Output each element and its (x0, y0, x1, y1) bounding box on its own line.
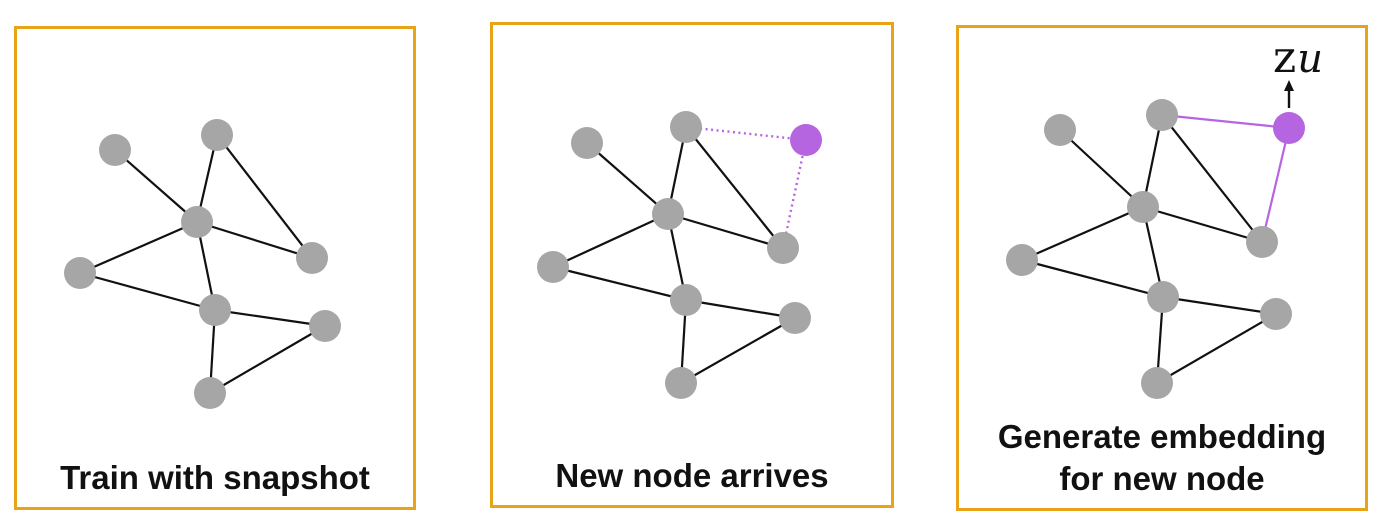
graph-node (1146, 99, 1178, 131)
graph-edge (667, 212, 784, 250)
new-node-edge (685, 125, 807, 142)
graph-node (670, 284, 702, 316)
graph-edge (552, 265, 687, 302)
graph-edge (685, 126, 784, 249)
graph-node (1044, 114, 1076, 146)
graph-node (779, 302, 811, 334)
graph-node (194, 377, 226, 409)
new-node-edge (1161, 113, 1290, 130)
graph-node (201, 119, 233, 151)
embedding-graph (1006, 80, 1305, 399)
graph-edge (114, 149, 198, 223)
graph-edge (552, 213, 669, 268)
arrival-graph (537, 111, 822, 399)
graph-node (1260, 298, 1292, 330)
caption-generate-embedding: Generate embedding for new node (959, 416, 1365, 500)
graph-edge (214, 308, 326, 328)
graph-node (665, 367, 697, 399)
embedding-label-main: z (1273, 32, 1297, 83)
graph-node (64, 257, 96, 289)
graph-node (1246, 226, 1278, 258)
graph-edge (216, 134, 313, 259)
graph-node (99, 134, 131, 166)
graph-node (1147, 281, 1179, 313)
graph-edge (196, 220, 313, 260)
graph-node (1006, 244, 1038, 276)
new-node-edge (781, 139, 808, 249)
graph-edge (1161, 114, 1263, 243)
graph-node (652, 198, 684, 230)
panel-generate-embedding: zu Generate embedding for new node (956, 25, 1368, 511)
embedding-arrow-head (1284, 80, 1294, 91)
new-node (790, 124, 822, 156)
snapshot-graph (64, 119, 341, 409)
graph-edge (680, 317, 796, 384)
caption-line-1: Generate embedding (997, 418, 1327, 455)
graph-node (571, 127, 603, 159)
graph-edge (79, 220, 198, 275)
graph-node (296, 242, 328, 274)
graph-edge (586, 142, 669, 215)
caption-line: Train with snapshot (60, 459, 370, 496)
graph-edge (209, 325, 326, 394)
graph-node (181, 206, 213, 238)
graph-edge (1059, 129, 1144, 208)
new-node-edge (1260, 127, 1291, 243)
caption-line-2: for new node (1059, 460, 1265, 497)
graph-edge (1142, 205, 1263, 244)
graph-node (1127, 191, 1159, 223)
graph-node (309, 310, 341, 342)
graph-edge (1021, 258, 1164, 299)
caption-new-node-arrives: New node arrives (493, 455, 891, 497)
graph-edge (1156, 313, 1277, 384)
graph-edge (1021, 205, 1144, 262)
caption-line: New node arrives (555, 457, 829, 494)
embedding-label-sub: u (1297, 36, 1323, 82)
graph-edge (1162, 295, 1277, 316)
graph-node (537, 251, 569, 283)
graph-edge (79, 271, 216, 312)
panel-train-with-snapshot: Train with snapshot (14, 26, 416, 510)
graph-node (767, 232, 799, 264)
embedding-label-zu: zu (1273, 36, 1323, 82)
caption-train-with-snapshot: Train with snapshot (17, 457, 413, 499)
graph-edge (685, 298, 796, 320)
graph-node (670, 111, 702, 143)
panel-new-node-arrives: New node arrives (490, 22, 894, 508)
graph-node (1141, 367, 1173, 399)
new-node (1273, 112, 1305, 144)
graph-node (199, 294, 231, 326)
